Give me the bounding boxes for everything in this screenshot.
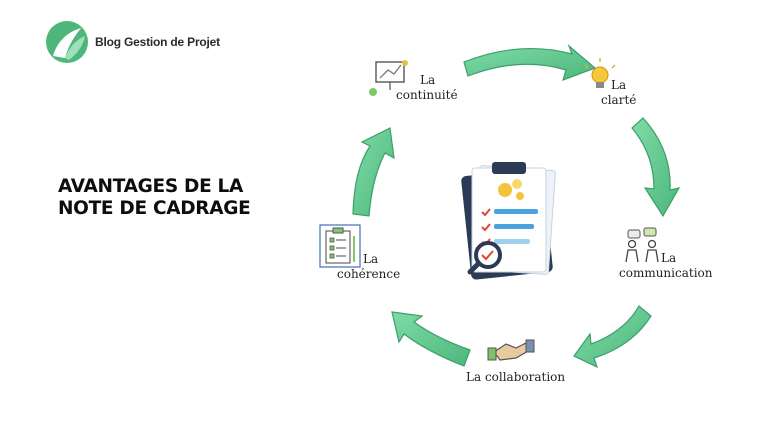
clipboard-illustration [461, 162, 556, 280]
step-label-clarte-line-1: La [611, 78, 627, 92]
step-label-collaboration-line-1: La collaboration [466, 370, 566, 384]
cycle-arrow-2 [631, 117, 681, 218]
cycle-arrow-5 [352, 127, 395, 217]
step-label-coherence-line-2: cohérence [337, 267, 401, 281]
step-label-communication: La communication [619, 251, 713, 281]
step-label-coherence: La cohérence [337, 252, 400, 282]
step-label-coherence-line-1: La [363, 252, 379, 266]
step-label-continuite: La continuité [396, 73, 458, 103]
title-line-2: NOTE DE CADRAGE [58, 198, 251, 219]
step-label-clarte: La clarté [601, 78, 636, 108]
checklist-icon [319, 224, 361, 268]
step-label-collaboration: La collaboration [466, 370, 565, 385]
step-label-continuite-line-2: continuité [396, 88, 458, 102]
chart-board-icon [369, 60, 408, 96]
handshake-icon [487, 339, 535, 361]
step-label-continuite-line-1: La [420, 73, 436, 87]
people-talking-icon [625, 227, 659, 263]
brand: Blog Gestion de Projet [45, 20, 220, 64]
brand-name: Blog Gestion de Projet [95, 35, 220, 49]
cycle-arrow-1 [463, 44, 597, 81]
step-label-communication-line-1: La [661, 251, 677, 265]
title-line-1: AVANTAGES DE LA [58, 176, 244, 197]
lightbulb-icon [584, 58, 616, 88]
cycle-arrow-3 [573, 305, 652, 369]
step-label-communication-line-2: communication [619, 266, 713, 280]
step-label-clarte-line-2: clarté [601, 93, 637, 107]
cycle-arrow-4 [391, 311, 471, 367]
page-title: AVANTAGES DE LA NOTE DE CADRAGE [58, 176, 251, 220]
brand-logo-icon [46, 21, 88, 63]
